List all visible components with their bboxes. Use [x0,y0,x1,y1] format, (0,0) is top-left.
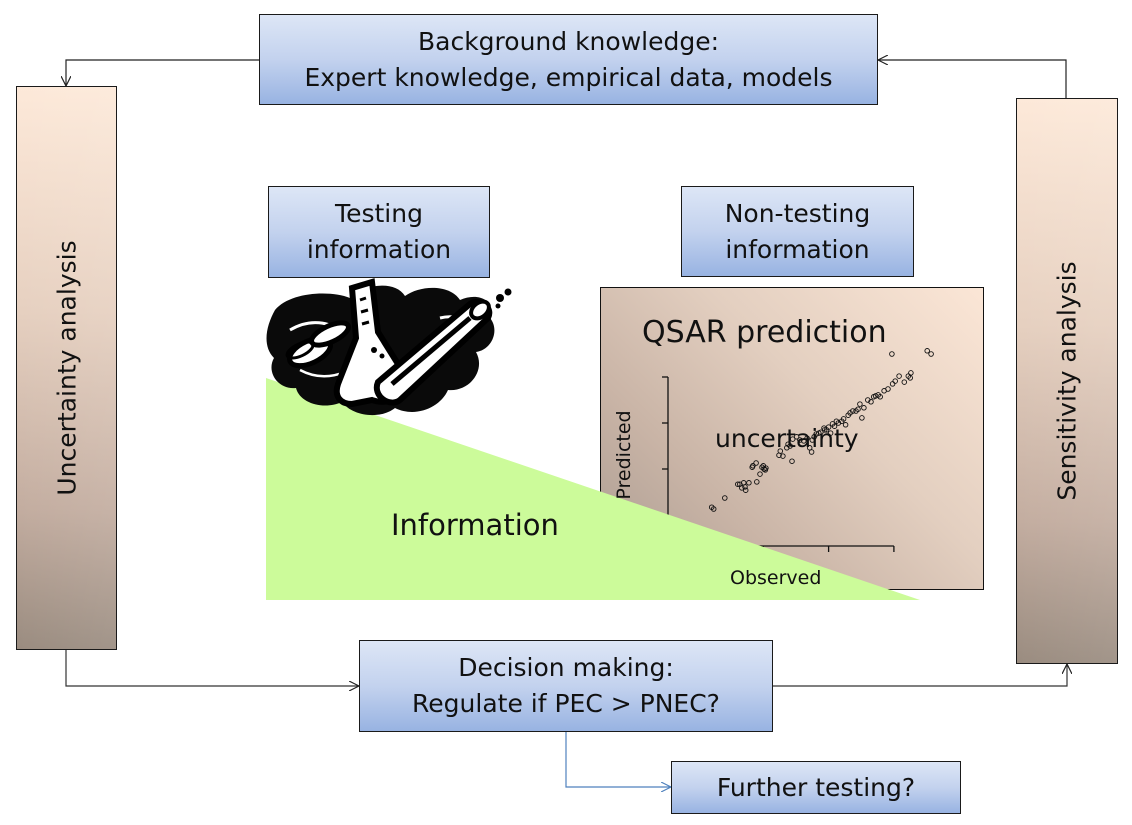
scatter-point [885,386,891,392]
scatter-point [801,438,807,444]
scatter-point [793,434,800,440]
non-testing-information-box: Non-testing information [681,186,914,277]
scatter-point [735,481,741,487]
scatter-point [722,495,728,501]
scatter-point [859,415,865,421]
scatter-point [760,463,767,469]
non-testing-information-line1: Non-testing [724,198,871,228]
scatter-point [710,506,717,512]
background-knowledge-title: Background knowledge: [417,26,720,56]
scatter-point [850,408,856,414]
scatter-point [928,351,934,357]
decision-making-question: Regulate if PEC > PNEC? [412,689,720,718]
scatter-point [742,484,748,490]
connector-background-to-uncertainty [66,59,259,86]
scatter-point [754,479,760,485]
scatter-point [892,378,898,384]
qsar-title: QSAR prediction [642,315,887,350]
testing-information-line2: information [306,235,452,264]
scatter-point [842,422,849,428]
non-testing-information-line2: information [725,234,870,264]
further-testing-label: Further testing? [716,772,916,802]
scatter-point [818,429,824,435]
scatter-point [746,480,752,486]
connector-uncertainty-to-decision [65,650,359,686]
scatter-point [813,431,819,437]
further-testing-box: Further testing? [671,761,961,814]
scatter-point [821,427,828,433]
scatter-point [857,401,863,407]
x-axis-label: Observed [730,567,822,589]
scatter-point [825,424,832,430]
information-label: Information [391,508,559,542]
background-knowledge-box: Background knowledge: Expert knowledge, … [259,14,878,105]
scatter-point [908,370,914,376]
scatter-point [901,379,908,385]
y-axis-label: Predicted [613,410,635,500]
scatter-point [861,405,867,411]
connector-decision-to-sensitivity [773,664,1067,687]
scatter-point [855,406,861,412]
scatter-point [777,448,784,454]
scatter-point [877,394,883,400]
scatter-point [924,348,930,354]
scatter-point [831,423,838,429]
scatter-point [896,373,902,379]
uncertainty-analysis-box: Uncertainty analysis [16,86,117,650]
sensitivity-analysis-box: Sensitivity analysis [1016,98,1118,664]
background-knowledge-detail: Expert knowledge, empirical data, models [304,62,833,92]
scatter-point [907,375,913,381]
scatter-point [840,416,847,422]
decision-making-title: Decision making: [458,653,674,682]
uncertainty-annotation: uncertainty [715,424,859,453]
scatter-point [757,471,763,477]
scatter-point [784,445,790,451]
scatter-point [797,437,803,443]
scatter-point [868,399,874,405]
scatter-points [676,348,934,541]
connector-decision-to-further-testing [565,732,671,787]
scatter-point [753,460,759,466]
scatter-point [808,449,815,455]
scatter-point [739,485,745,491]
testing-information-line1: Testing [335,199,423,228]
scatter-point [804,435,810,441]
scatter-point [889,351,895,357]
connector-sensitivity-to-background [878,60,1067,98]
testing-information-box: Testing information [268,186,490,278]
decision-making-box: Decision making: Regulate if PEC > PNEC? [359,640,773,732]
scatter-point [789,436,796,442]
scatter-point [827,430,834,436]
laboratory-glassware-icon [266,278,512,416]
information-triangle [266,378,920,600]
scatter-point [789,458,795,464]
scatter-point [750,463,756,469]
scatter-point [742,487,749,493]
scatter-point [780,453,786,459]
